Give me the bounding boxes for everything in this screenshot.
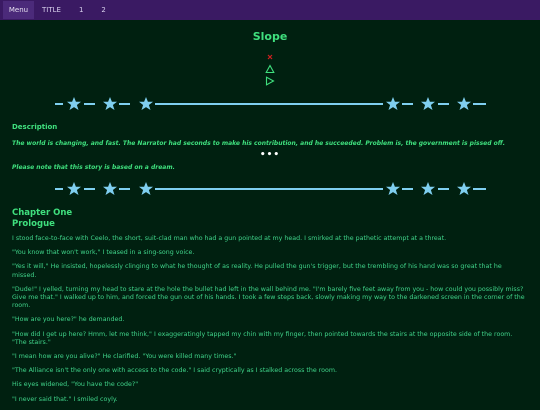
story-paragraph: "I never said that." I smiled coyly.	[12, 395, 118, 403]
story-paragraph: "The Alliance isn't the only one with ac…	[12, 367, 338, 375]
star-divider-bottom	[55, 182, 486, 195]
nav-item-1[interactable]: 1	[78, 6, 84, 14]
chapter-nav: TITLE 1 2	[42, 1, 115, 19]
description-heading: Description	[12, 123, 58, 131]
story-paragraph: "I mean how are you alive?" He clarified…	[12, 353, 237, 361]
triangle-up-icon[interactable]	[265, 64, 275, 77]
chapter-title: Chapter One	[12, 208, 73, 218]
nav-item-2[interactable]: 2	[101, 6, 106, 14]
separator: •••	[259, 150, 281, 160]
story-paragraph: His eyes widened, "You have the code?"	[12, 381, 139, 389]
story-description: The world is changing, and fast. The Nar…	[12, 140, 505, 147]
x-icon[interactable]	[265, 52, 275, 65]
menu-button[interactable]: Menu	[3, 1, 34, 19]
chapter-subtitle: Prologue	[12, 219, 55, 229]
story-title: Slope	[252, 30, 288, 43]
story-paragraph: "Yes it will," He insisted, hopelessly c…	[12, 263, 502, 279]
nav-item-title[interactable]: TITLE	[42, 6, 61, 14]
story-paragraph: "How did I get up here? Hmm, let me thin…	[12, 330, 513, 346]
story-paragraph: "How are you here?" he demanded.	[12, 316, 125, 324]
story-paragraph: I stood face-to-face with Ceelo, the sho…	[12, 235, 447, 242]
story-paragraph: "Dude!" I yelled, turning my head to sta…	[12, 285, 525, 310]
triangle-right-icon[interactable]	[265, 76, 275, 89]
star-divider-top	[55, 97, 486, 110]
top-bar: Menu TITLE 1 2	[0, 0, 540, 20]
story-paragraph: "You know that won't work," I teased in …	[12, 249, 195, 257]
story-note: Please note that this story is based on …	[12, 164, 175, 171]
story-text: I stood face-to-face with Ceelo, the sho…	[12, 235, 528, 410]
